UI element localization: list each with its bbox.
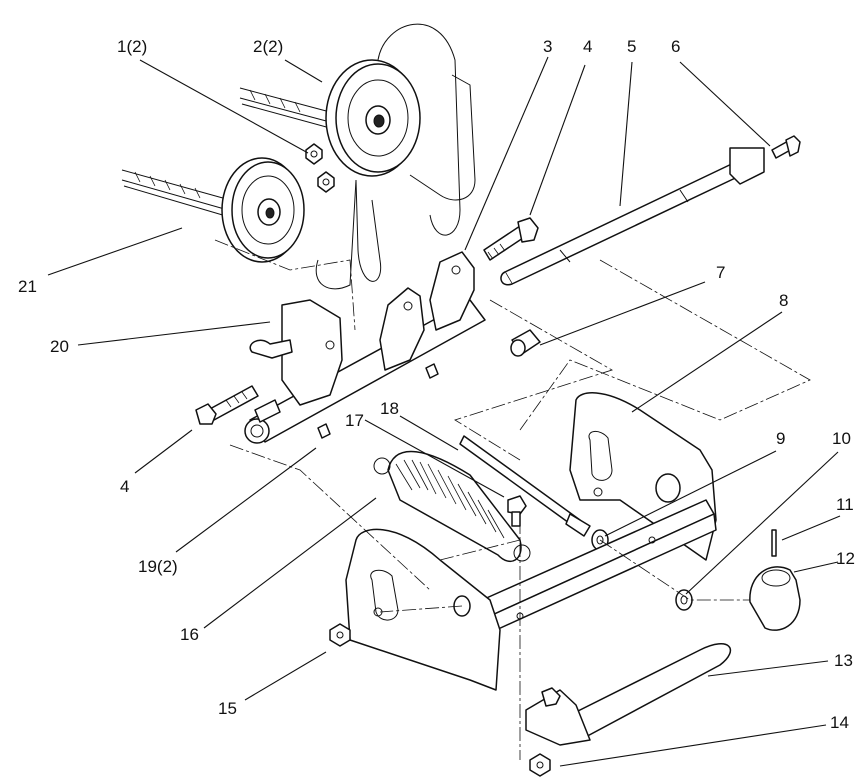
belt-loop: [315, 23, 476, 290]
rod-13: [559, 643, 732, 741]
nut-15: [329, 623, 351, 647]
callout-19: 19(2): [138, 557, 178, 576]
idler-bracket-3: [429, 251, 475, 331]
callout-2: 2(2): [253, 37, 283, 56]
callout-9: 9: [776, 429, 785, 448]
callout-3: 3: [543, 37, 552, 56]
mounting-plate-lower: [345, 528, 501, 691]
idler-bracket-20: [249, 299, 343, 406]
bolt-17: [507, 495, 527, 527]
bolt-4-upper: [483, 217, 539, 261]
callout-labels: 1(2) 2(2) 3 4 5 6 7 8 9 10 11 12 13 14 1…: [18, 37, 855, 732]
callout-20: 20: [50, 337, 69, 356]
pivot-shaft: [500, 147, 765, 286]
callout-1: 1(2): [117, 37, 147, 56]
small-bracket: [254, 399, 281, 423]
callout-13: 13: [834, 651, 853, 670]
callout-21: 21: [18, 277, 37, 296]
callout-17: 17: [345, 411, 364, 430]
retainer-19: [317, 363, 439, 439]
knob-12: [749, 566, 801, 631]
pin-11: [771, 529, 777, 557]
callout-18: 18: [380, 399, 399, 418]
callout-14: 14: [830, 713, 849, 732]
callout-16: 16: [180, 625, 199, 644]
callout-15: 15: [218, 699, 237, 718]
leader-lines: [47, 56, 841, 767]
pulley-nuts: [305, 143, 335, 193]
lower-bracket: [525, 687, 591, 746]
callout-7: 7: [716, 263, 725, 282]
callout-5: 5: [627, 37, 636, 56]
callout-11: 11: [836, 495, 854, 514]
rod-18: [459, 435, 591, 537]
callout-6: 6: [671, 37, 680, 56]
callout-10: 10: [832, 429, 851, 448]
stud-7: [510, 329, 541, 357]
spring-16: [373, 450, 531, 562]
idler-bracket-mid: [379, 287, 425, 371]
washer-10: [675, 589, 693, 611]
bolt-6: [771, 135, 801, 159]
nut-14: [529, 753, 551, 777]
callout-8: 8: [779, 291, 788, 310]
lower-belt: [121, 169, 231, 217]
upper-idler-pulley: [325, 59, 421, 177]
callout-12: 12: [836, 549, 855, 568]
callout-4-upper: 4: [583, 37, 592, 56]
bolt-4-lower: [195, 385, 259, 425]
upper-belt: [239, 87, 331, 129]
callout-4-lower: 4: [120, 477, 129, 496]
lower-idler-pulley: [221, 157, 305, 263]
